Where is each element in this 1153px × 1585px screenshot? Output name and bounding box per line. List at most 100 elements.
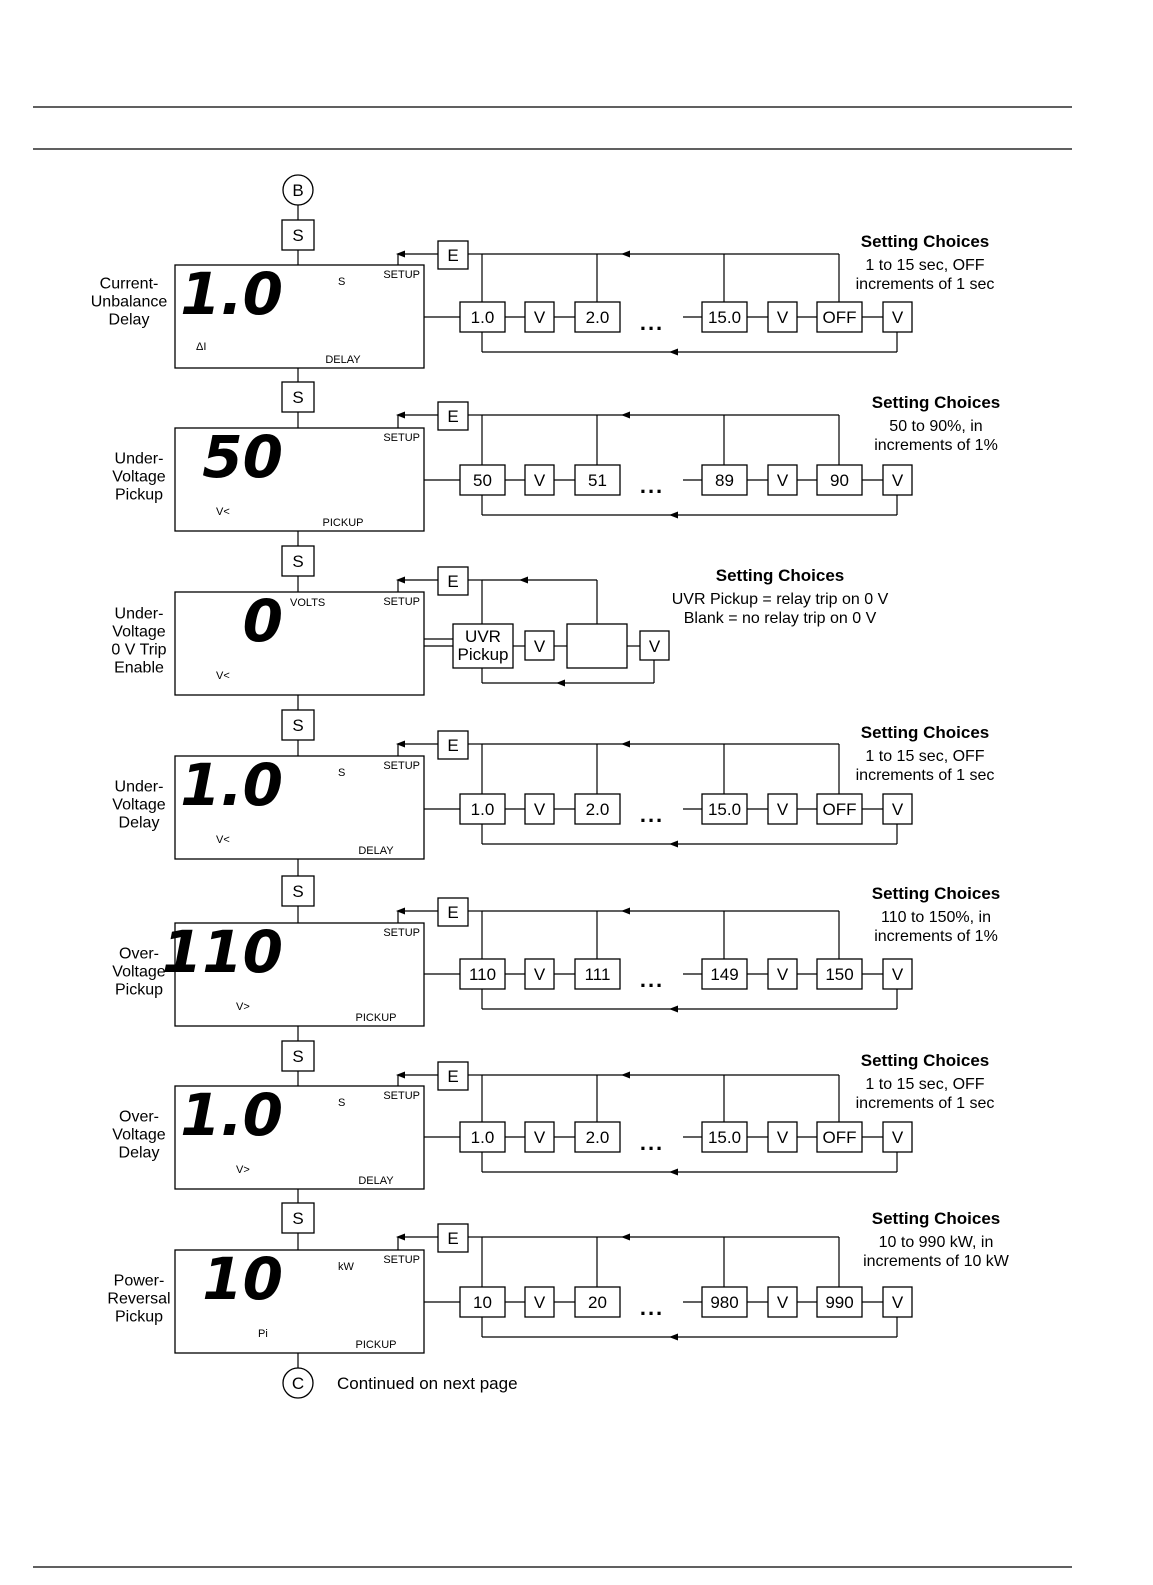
arrow-left-icon [396,1071,405,1079]
setting-choices-text: 1 to 15 sec, OFF [865,1076,984,1093]
option-box[interactable] [452,623,514,669]
option-box[interactable] [459,1286,506,1318]
step-button-label: S [292,1047,303,1066]
enter-button[interactable] [437,1223,469,1253]
option-box-blank[interactable] [566,623,628,669]
parameter-label: Pickup [115,982,163,999]
display-symbol: V< [216,670,230,682]
value-button[interactable] [524,301,555,333]
display-function: DELAY [325,354,361,366]
display-mode: SETUP [383,760,420,772]
arrow-left-icon [396,740,405,748]
value-button[interactable] [524,1121,555,1153]
setting-choices-text: increments of 1% [874,928,998,945]
display-symbol: V> [236,1164,250,1176]
value-button[interactable] [767,464,798,496]
option-box[interactable] [459,464,506,496]
parameter-label: Reversal [107,1291,170,1308]
value-button-label: V [892,1293,904,1312]
lcd-display [174,427,425,532]
option-box[interactable] [701,958,748,990]
arrow-left-icon [396,907,405,915]
option-box[interactable] [816,1121,863,1153]
display-value: 110 [162,918,283,986]
value-button[interactable] [882,958,913,990]
value-button[interactable] [767,958,798,990]
value-button[interactable] [767,1286,798,1318]
option-label: 150 [825,965,853,984]
connector-c [282,1367,314,1399]
arrow-left-icon [669,348,678,356]
option-box[interactable] [701,1121,748,1153]
option-box[interactable] [574,301,621,333]
arrow-left-icon [669,840,678,848]
step-button[interactable] [281,875,315,907]
lcd-display [174,1085,425,1190]
setting-choices-header: Setting Choices [872,884,1000,903]
arrow-left-icon [396,1233,405,1241]
step-button[interactable] [281,381,315,413]
display-symbol: V> [236,1001,250,1013]
arrow-left-icon [669,1333,678,1341]
display-symbol: V< [216,834,230,846]
enter-button[interactable] [437,897,469,927]
value-button[interactable] [767,1121,798,1153]
option-box[interactable] [701,464,748,496]
value-button[interactable] [524,1286,555,1318]
setting-choices-text: 110 to 150%, in [881,909,991,926]
value-button-label: V [534,965,546,984]
value-button[interactable] [524,958,555,990]
display-value: 1.0 [180,260,283,328]
value-button-label: V [892,471,904,490]
step-button[interactable] [281,709,315,741]
arrow-left-icon [396,411,405,419]
enter-button[interactable] [437,730,469,760]
lcd-display [174,264,425,369]
connector-c-label: C [292,1374,304,1393]
display-function: PICKUP [356,1012,397,1024]
value-button-label: V [777,471,789,490]
enter-button-label: E [447,407,458,426]
display-function: PICKUP [356,1339,397,1351]
step-button[interactable] [281,545,315,577]
enter-button[interactable] [437,566,469,596]
option-box[interactable] [459,301,506,333]
option-box[interactable] [816,464,863,496]
option-box[interactable] [574,958,621,990]
option-box[interactable] [816,1286,863,1318]
value-button[interactable] [524,464,555,496]
arrow-left-icon [621,907,630,915]
option-label: 2.0 [586,1128,610,1147]
enter-button[interactable] [437,240,469,270]
value-button[interactable] [767,793,798,825]
parameter-label: Power- [114,1273,165,1290]
setting-choices-header: Setting Choices [861,232,989,251]
parameter-label: Current- [100,276,159,293]
option-box[interactable] [574,1121,621,1153]
arrow-left-icon [669,1005,678,1013]
display-unit: S [338,276,345,288]
value-button[interactable] [882,464,913,496]
option-box[interactable] [574,464,621,496]
setting-choices-header: Setting Choices [872,1209,1000,1228]
value-button[interactable] [767,301,798,333]
setting-choices-text: increments of 1% [874,437,998,454]
parameter-label: Over- [119,1109,159,1126]
option-label: 2.0 [586,800,610,819]
enter-button[interactable] [437,401,469,431]
value-button[interactable] [882,1286,913,1318]
step-button-label: S [292,716,303,735]
option-box[interactable] [574,793,621,825]
value-button[interactable] [524,793,555,825]
option-label: 20 [588,1293,607,1312]
option-label: 1.0 [471,800,495,819]
value-button-label: V [892,965,904,984]
setting-choices-text: UVR Pickup = relay trip on 0 V [672,591,889,608]
value-button-label: V [892,308,904,327]
enter-button[interactable] [437,1061,469,1091]
value-button[interactable] [882,793,913,825]
ellipsis: ... [640,473,664,498]
